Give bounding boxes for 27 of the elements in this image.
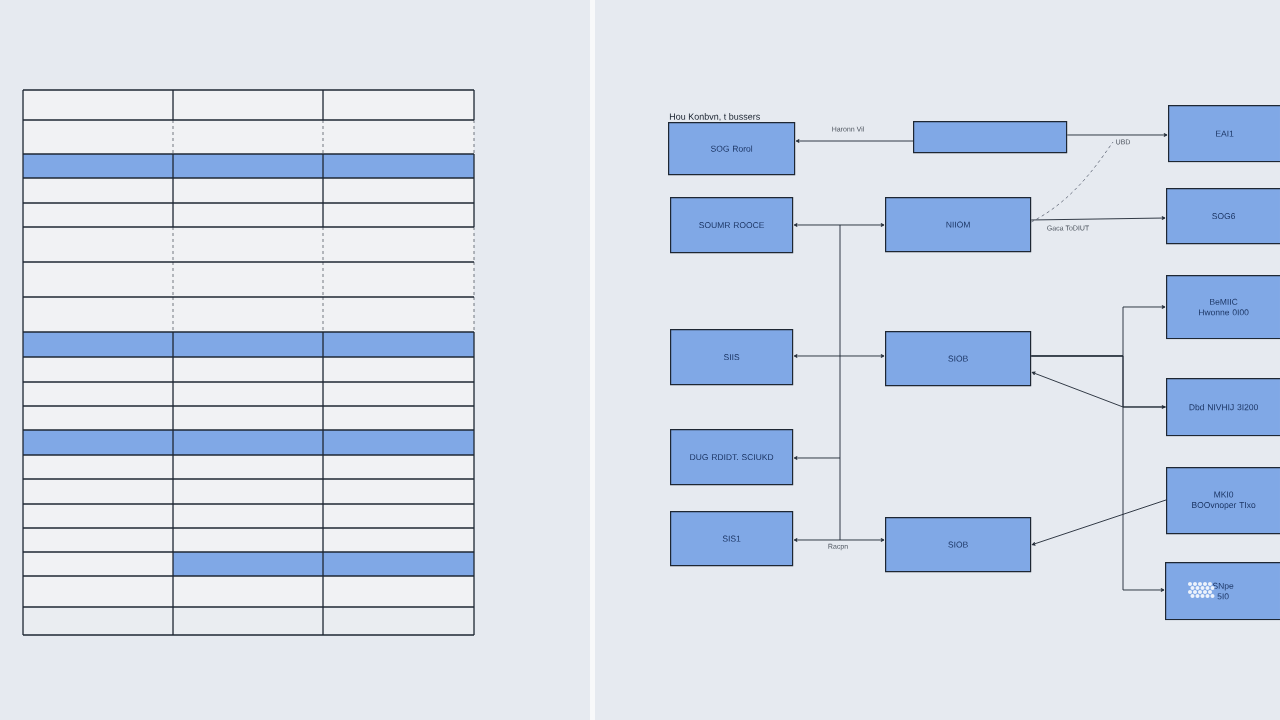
process-box: SIS1 xyxy=(670,511,794,567)
connector xyxy=(1030,141,1114,223)
process-box: DUG RDIDT. SCIUKD xyxy=(670,429,794,486)
connector xyxy=(1030,355,1165,592)
process-box: SOG Rorol xyxy=(668,122,796,176)
process-box: Dbd NIVHIJ 3I200 xyxy=(1166,378,1280,437)
empty-box xyxy=(913,121,1068,154)
process-box: SIOB xyxy=(885,517,1032,573)
connector xyxy=(1031,499,1167,546)
connector xyxy=(793,224,841,541)
process-box: SIIS xyxy=(670,329,794,386)
connector xyxy=(793,538,885,542)
process-box: NIIOM xyxy=(885,197,1032,253)
box-heading: Hou Konbvn, t bussers xyxy=(669,113,760,121)
connector xyxy=(1031,371,1167,408)
connector xyxy=(793,354,885,358)
process-box: SOG6 xyxy=(1166,188,1280,245)
process-box: MKI0 BOOvnoper TIxo xyxy=(1166,467,1280,535)
connector xyxy=(795,139,914,143)
connector xyxy=(1066,133,1168,137)
process-box: SOUMR ROOCE xyxy=(670,197,794,254)
process-box: SNpe 5I0 xyxy=(1165,562,1280,621)
connector xyxy=(793,223,885,227)
process-box: BeMIIC Hwonne 0I00 xyxy=(1166,275,1280,340)
process-box: EAI1 xyxy=(1168,105,1280,163)
process-box: SIOB xyxy=(885,331,1032,387)
connector xyxy=(1030,216,1166,221)
